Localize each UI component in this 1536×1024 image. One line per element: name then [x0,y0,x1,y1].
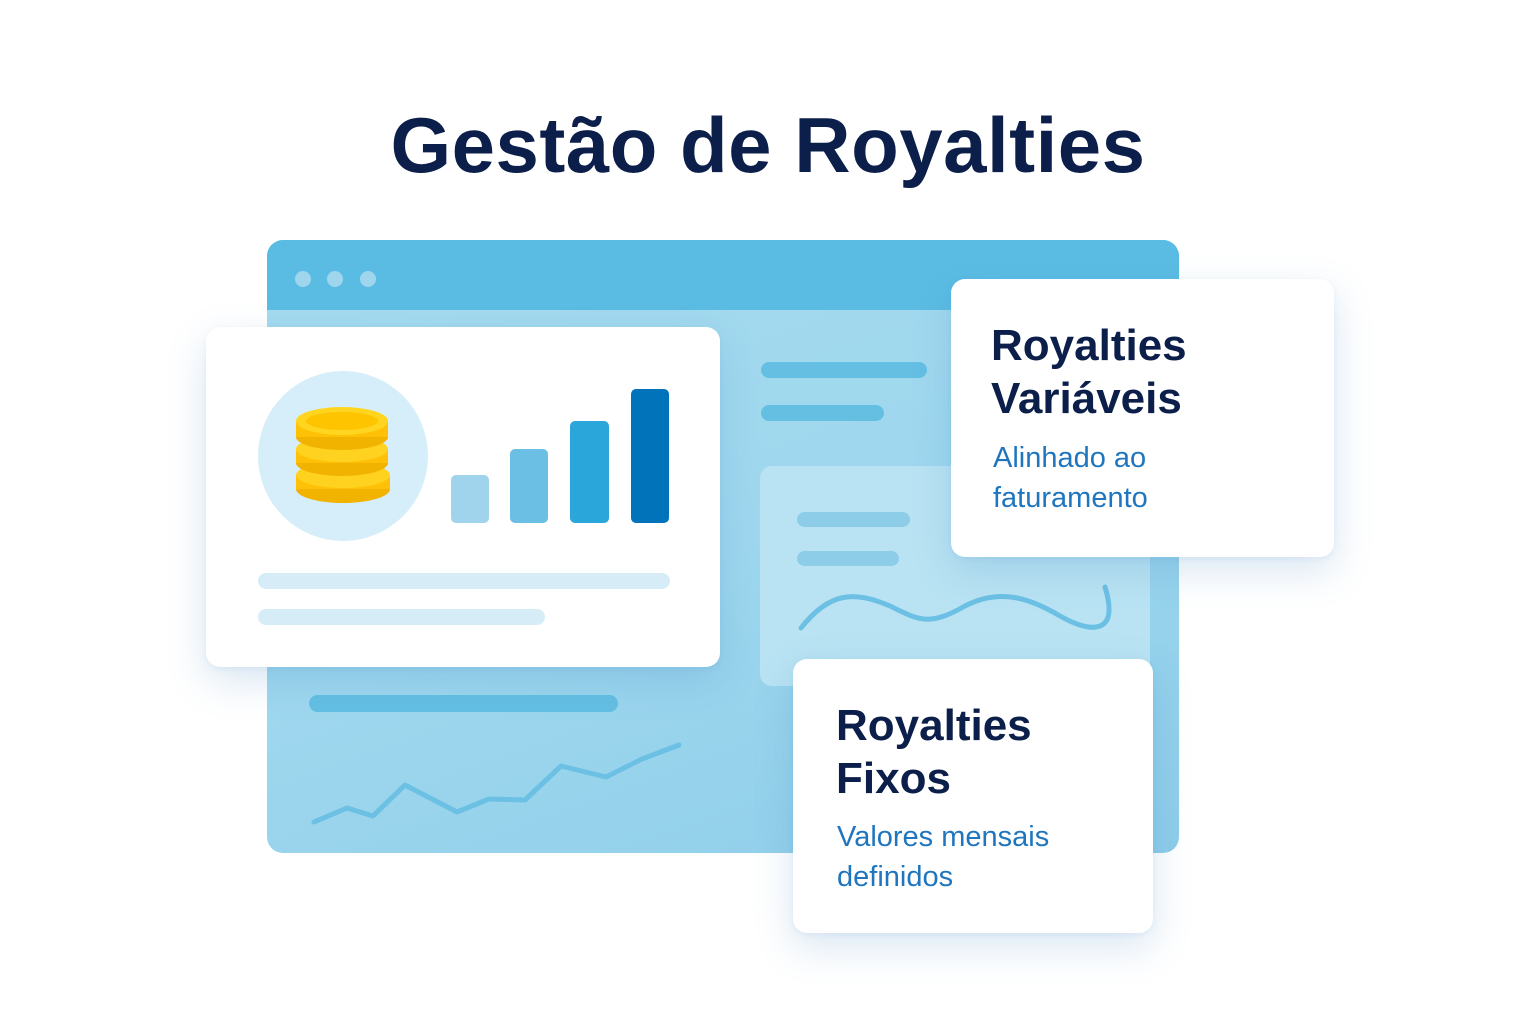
placeholder-line [258,609,545,625]
placeholder-line [258,573,670,589]
chart-bar [631,389,669,523]
chart-bar [570,421,609,523]
card-heading-line: Royalties [991,321,1187,370]
chart-bar [451,475,489,523]
coin-stack-icon [296,407,390,503]
window-control-dot [327,271,343,287]
card-heading-line: Royalties [836,701,1032,750]
fixed-royalties-card: Royalties Fixos Valores mensais definido… [793,659,1153,933]
coin-circle [258,371,428,541]
placeholder-line [309,695,618,712]
window-control-dot [360,271,376,287]
card-subtitle: Valores mensais definidos [837,817,1049,897]
placeholder-line [761,362,927,378]
card-subtitle: Alinhado ao faturamento [993,438,1148,518]
chart-bar [510,449,548,523]
dashboard-card [206,327,720,667]
page-title: Gestão de Royalties [390,101,1146,189]
variable-royalties-card: Royalties Variáveis Alinhado ao faturame… [951,279,1334,557]
card-subtitle-line: Alinhado ao [993,442,1147,474]
placeholder-line [797,551,899,566]
trend-line-chart-icon [311,742,682,825]
card-heading: Royalties Fixos [836,699,1032,805]
wave-line-chart-icon [798,584,1112,631]
card-heading: Royalties Variáveis [991,319,1187,425]
card-subtitle-line: Valores mensais [837,821,1050,853]
card-heading-line: Fixos [836,754,951,803]
card-subtitle-line: faturamento [993,482,1148,514]
card-subtitle-line: definidos [837,861,954,893]
placeholder-line [797,512,910,527]
placeholder-line [761,405,884,421]
window-control-dot [295,271,311,287]
card-heading-line: Variáveis [991,374,1182,423]
